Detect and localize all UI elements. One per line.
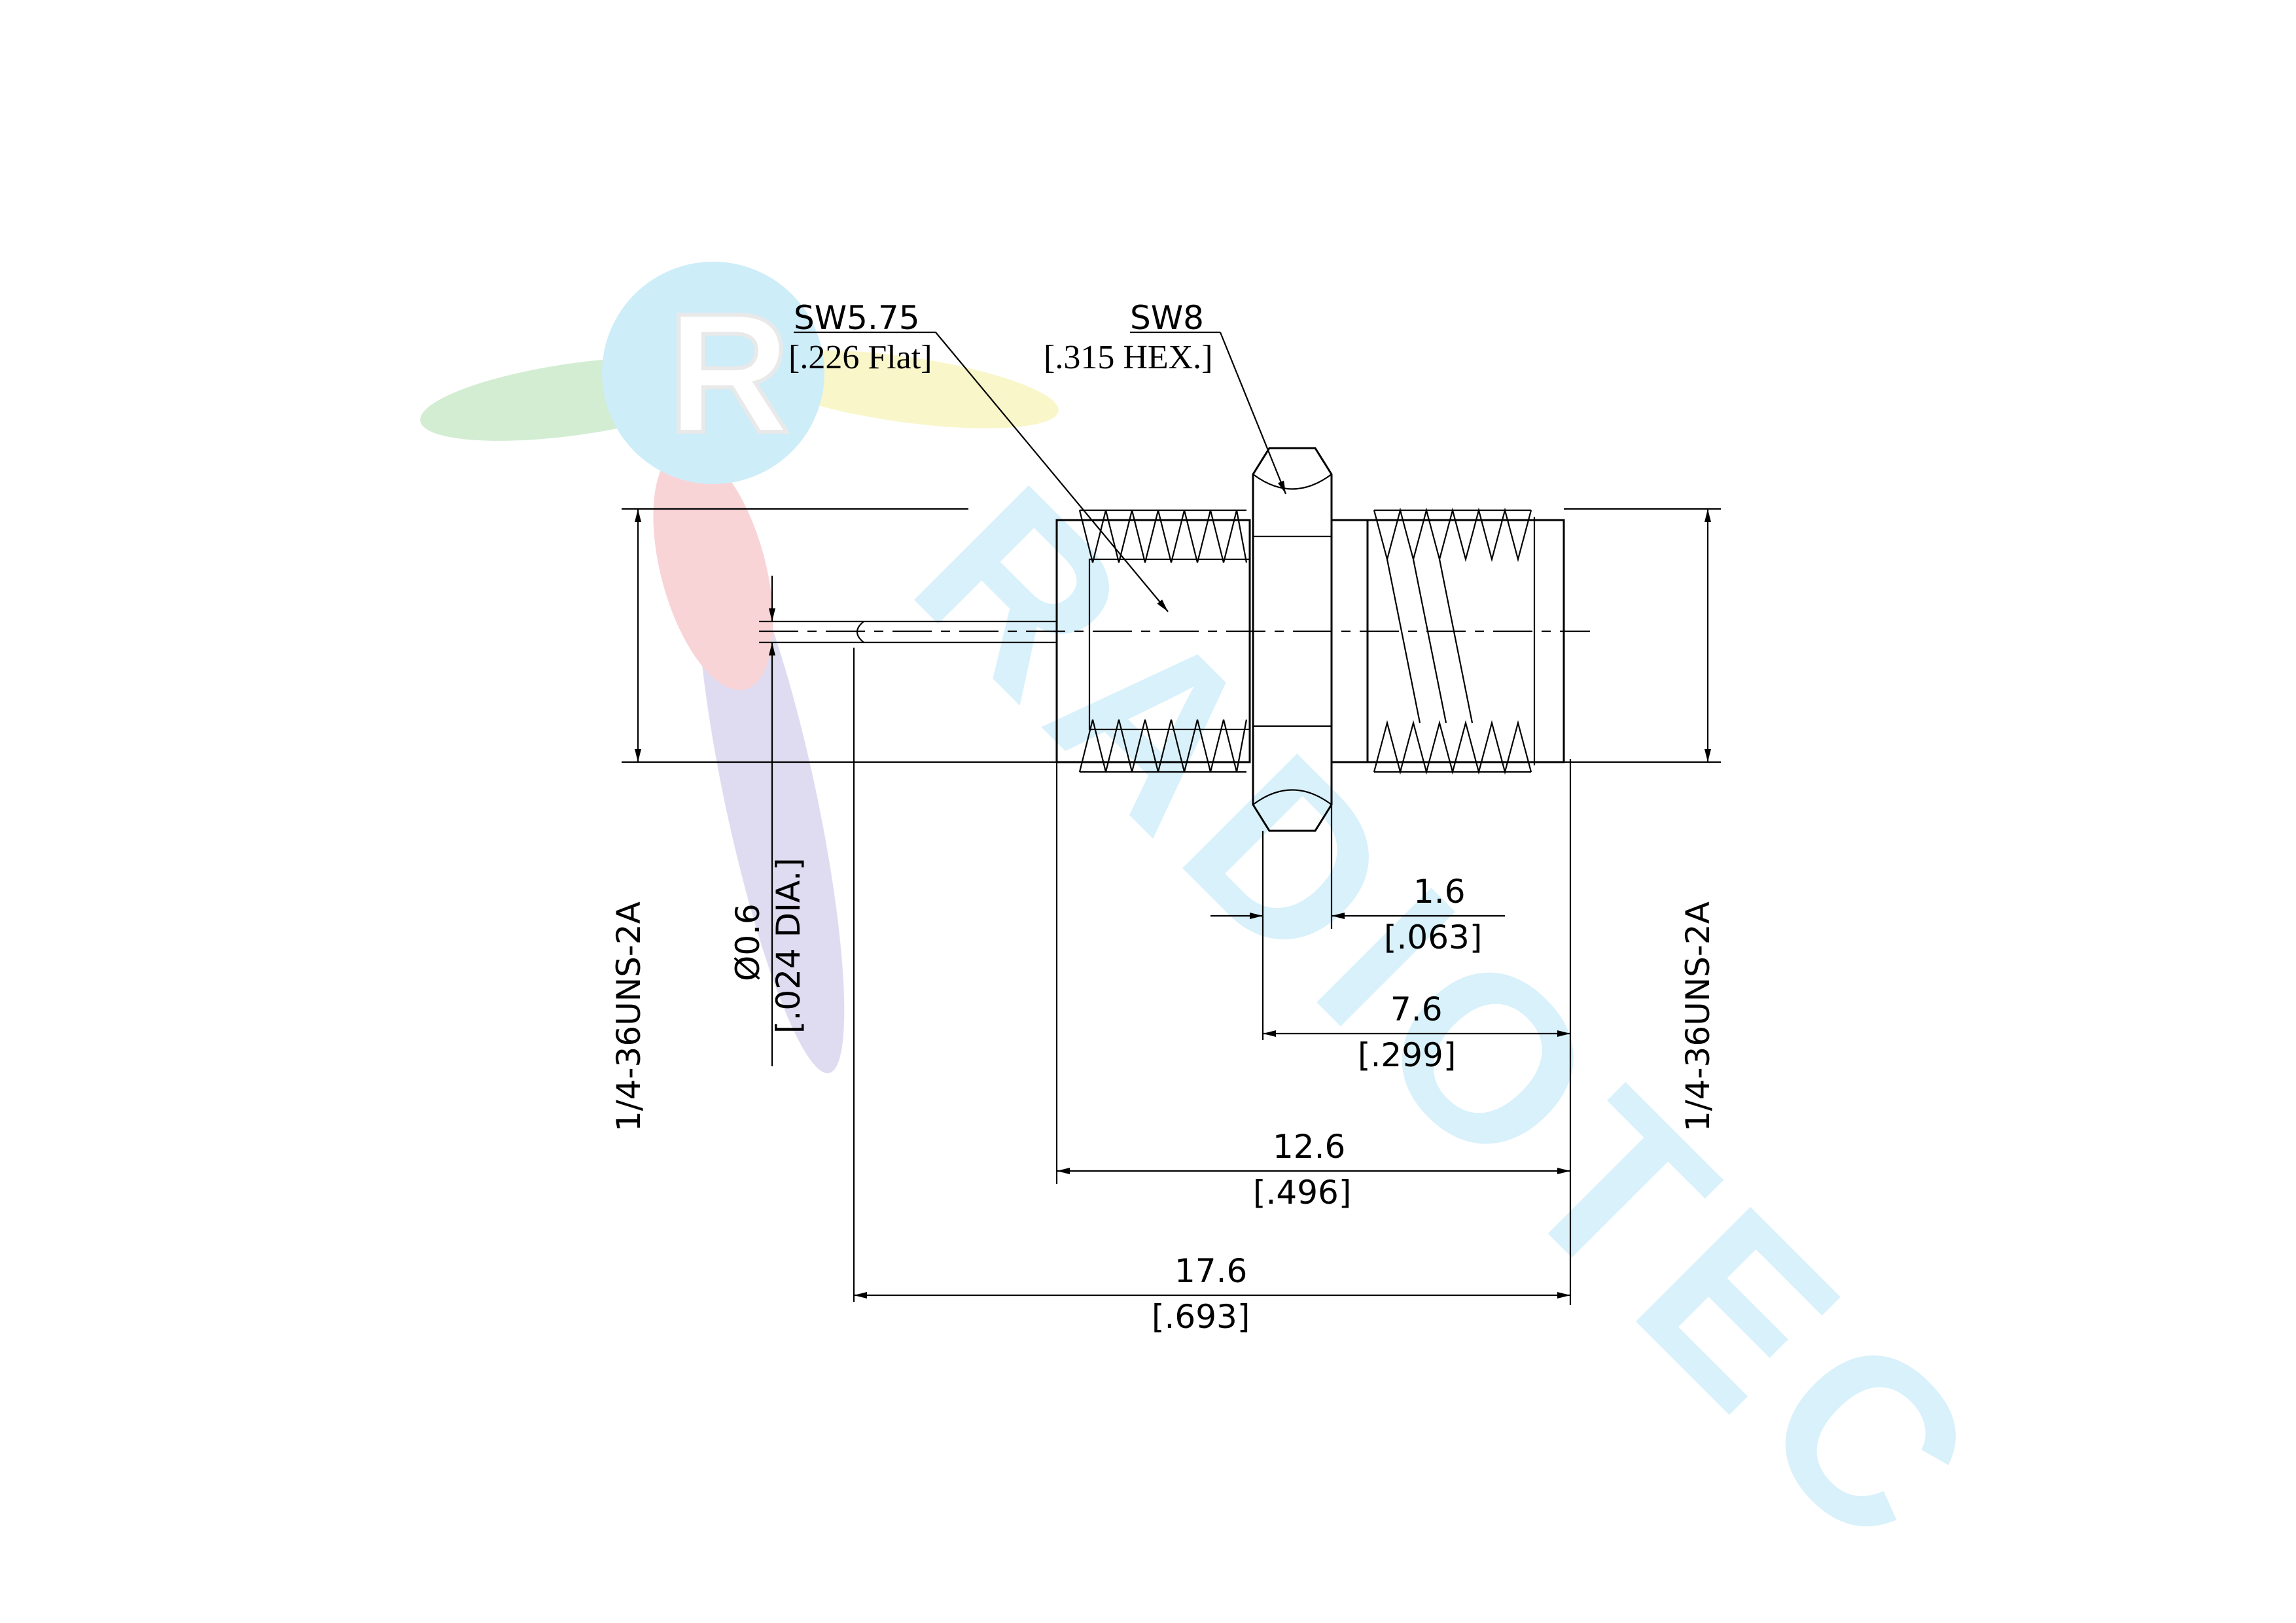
dim-17-6-inch: [.693] [1152,1298,1250,1336]
left-thread-bore [1088,558,1251,731]
dim-pin-dia-inch: [.024 DIA.] [769,858,807,1034]
callout-hex-size: SW8 [1130,299,1204,337]
hex-nut-chamfer-bottom [1252,789,1332,805]
hex-nut-outline [1252,447,1333,832]
watermark-yellow-petal [747,350,1059,428]
callout-hex: SW8 [.315 HEX.] [1044,299,1287,495]
watermark-green-petal [420,357,732,441]
right-thread-helix [1386,559,1474,724]
connector-body [759,447,1590,832]
dim-thread-right: 1/4-36UNS-2A [1679,509,1717,1132]
dim-7-6: 7.6 [.299] [1263,990,1570,1074]
watermark-logo-letter: R [667,279,790,468]
dim-pin-dia: Ø0.6 [.024 DIA.] [729,576,807,1066]
pin-tip [856,621,864,643]
dim-12-6-inch: [.496] [1253,1174,1351,1212]
left-thread-teeth-top [1078,510,1248,563]
callout-flat: SW5.75 [.226 Flat] [788,299,1169,612]
hex-nut-chamfer-top [1252,474,1332,490]
dim-pin-dia-metric: Ø0.6 [729,903,767,981]
dim-1-6-inch: [.063] [1384,918,1482,956]
dim-7-6-metric: 7.6 [1390,990,1443,1028]
dim-thread-left: 1/4-36UNS-2A [610,509,648,1132]
watermark-purple-petal [697,522,845,1073]
callout-hex-leader [1219,332,1287,495]
dim-12-6: 12.6 [.496] [1057,1128,1570,1212]
dim-12-6-metric: 12.6 [1273,1128,1345,1166]
dim-thread-left-label: 1/4-36UNS-2A [610,901,648,1132]
dim-17-6: 17.6 [.693] [854,1252,1570,1336]
hex-nut [1252,447,1333,832]
dim-thread-right-label: 1/4-36UNS-2A [1679,901,1717,1132]
callout-hex-inch: [.315 HEX.] [1044,339,1213,376]
dim-7-6-inch: [.299] [1358,1036,1456,1074]
dim-17-6-metric: 17.6 [1174,1252,1247,1290]
watermark-globe [602,262,824,484]
right-thread-outline [1366,519,1565,763]
callout-flat-inch: [.226 Flat] [788,339,932,376]
left-thread-teeth-bottom [1078,719,1248,773]
extension-lines [622,508,1721,1305]
right-thread-teeth-top [1373,507,1532,563]
left-thread [1055,509,1251,773]
callout-flat-size: SW5.75 [794,299,920,337]
right-thread-teeth-bottom [1373,720,1532,775]
center-pin [759,620,1057,644]
dim-1-6-metric: 1.6 [1413,873,1466,911]
dim-1-6: 1.6 [.063] [1210,873,1505,956]
callout-flat-leader [935,332,1169,612]
right-thread [1366,507,1565,775]
